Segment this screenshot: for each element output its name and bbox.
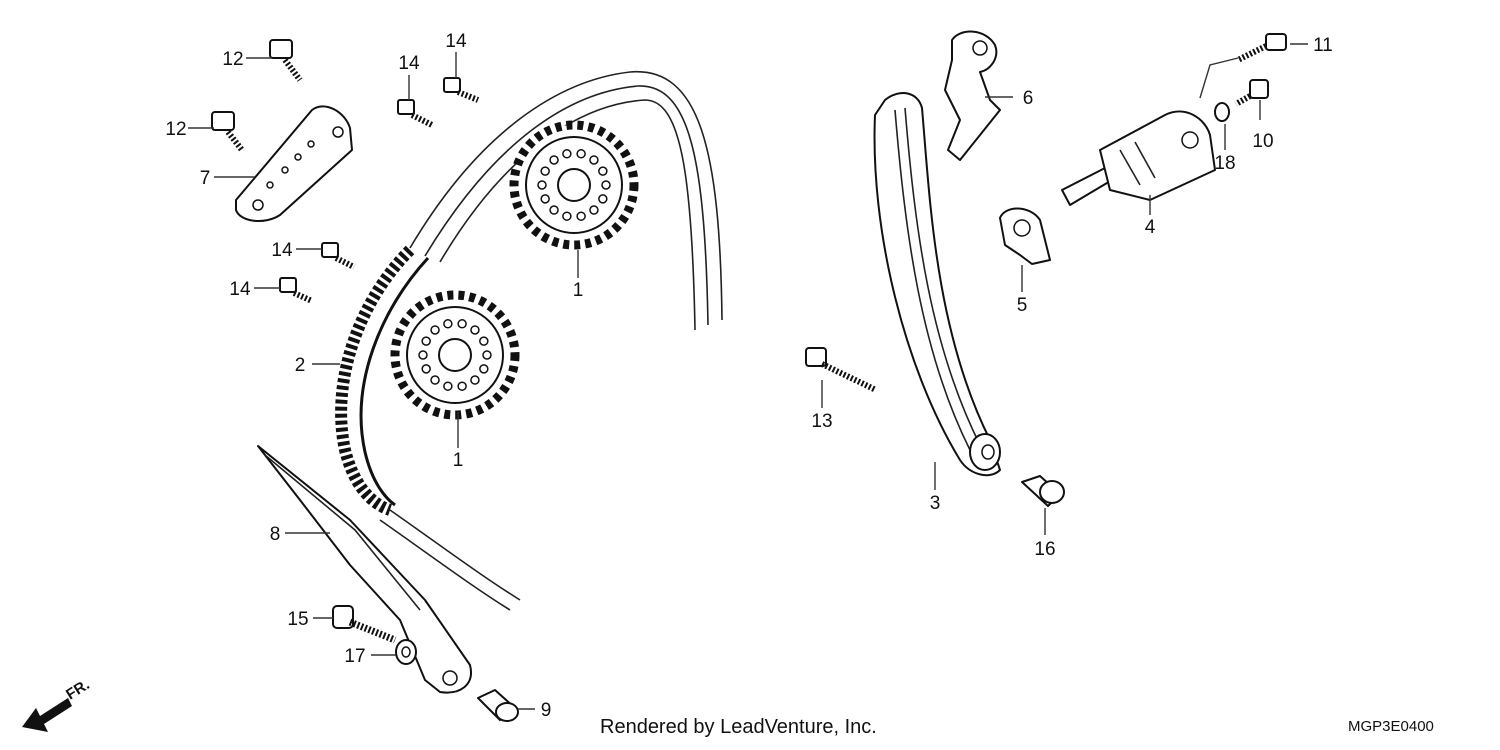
sprocket-hole	[598, 166, 608, 176]
sprocket-hole	[589, 155, 599, 165]
sprocket-hole	[479, 336, 489, 346]
callout-bolt-13: 13	[811, 411, 832, 432]
sprocket-hole	[562, 149, 572, 159]
callout-chain-guide: 8	[270, 524, 281, 545]
callout-tensioner-arm: 3	[930, 493, 941, 514]
sprocket-hole	[562, 211, 572, 221]
collar-9[interactable]	[477, 689, 519, 722]
sprocket-hole	[576, 149, 586, 159]
sprocket-hole	[421, 336, 431, 346]
sprocket-hole	[443, 381, 453, 391]
gasket[interactable]	[999, 207, 1051, 265]
callout-bolt-14-d: 14	[229, 279, 251, 300]
callout-tensioner-lifter: 4	[1145, 217, 1156, 238]
front-direction-marker: FR.	[22, 676, 93, 732]
bolt-14-a[interactable]	[397, 99, 434, 128]
callout-washer-17: 17	[344, 646, 365, 667]
callout-plate: 7	[200, 168, 211, 189]
callout-bolt-14-b: 14	[445, 31, 467, 52]
callout-bolt-14-c: 14	[271, 240, 293, 261]
bolt-11[interactable]	[1236, 33, 1287, 63]
callout-cam-chain: 2	[295, 355, 306, 376]
sprocket-hole	[549, 205, 559, 215]
cam-sprocket-upper[interactable]	[509, 120, 639, 250]
sprocket-hole	[430, 325, 440, 335]
tensioner-arm[interactable]	[873, 92, 1001, 477]
leader-lines	[188, 43, 1308, 710]
bolt-13[interactable]	[805, 347, 878, 393]
sprocket-hole	[457, 319, 467, 329]
sprocket-hole	[540, 194, 550, 204]
bolt-14-c[interactable]	[321, 242, 356, 270]
sprocket-hole	[549, 155, 559, 165]
washer-17[interactable]	[395, 639, 417, 665]
tensioner-lifter[interactable]	[1061, 110, 1216, 206]
callout-sprocket-lower: 1	[453, 450, 464, 471]
footer-credit: Rendered by LeadVenture, Inc.	[600, 716, 877, 738]
collar-16[interactable]	[1021, 475, 1065, 507]
callout-bolt-12-mid: 12	[165, 119, 186, 140]
sprocket-hole	[470, 375, 480, 385]
sprocket-hole	[537, 180, 547, 190]
sprocket-hole	[479, 364, 489, 374]
diagram-code: MGP3E0400	[1348, 718, 1434, 735]
sprocket-hole	[482, 350, 492, 360]
sprocket-hole	[443, 319, 453, 329]
callout-bolt-14-a: 14	[398, 53, 420, 74]
washer-18[interactable]	[1214, 102, 1230, 122]
bolt-14-d[interactable]	[279, 277, 314, 304]
sprocket-hole	[589, 205, 599, 215]
bolt-10[interactable]	[1234, 79, 1269, 107]
callout-washer-18: 18	[1214, 153, 1235, 174]
front-arrow-icon	[22, 698, 72, 732]
callout-sprocket-upper: 1	[573, 280, 584, 301]
sprocket-hole	[601, 180, 611, 190]
sprocket-hole	[598, 194, 608, 204]
callout-collar-16: 16	[1034, 539, 1055, 560]
sprocket-hole	[430, 375, 440, 385]
bolt-12-mid[interactable]	[211, 111, 245, 152]
cam-sprocket-lower[interactable]	[390, 290, 520, 420]
bolt-15[interactable]	[332, 605, 397, 644]
bolt-14-b[interactable]	[443, 77, 480, 103]
bolt-12-top[interactable]	[269, 39, 303, 82]
plate[interactable]	[235, 105, 353, 222]
callout-bolt-10: 10	[1252, 131, 1273, 152]
cam-chain[interactable]	[335, 71, 723, 611]
chain-guide[interactable]	[257, 445, 472, 694]
callout-gasket: 5	[1017, 295, 1028, 316]
callout-bolt-15: 15	[287, 609, 308, 630]
callout-collar-9: 9	[541, 700, 552, 721]
callout-guide-stopper: 6	[1023, 88, 1034, 109]
sprocket-hole	[421, 364, 431, 374]
callout-labels: 1 1 2 3 4 5 6 7 8 9 10 11 12 12 13 14 14…	[165, 31, 1332, 721]
sprocket-hole	[576, 211, 586, 221]
callout-bolt-12-top: 12	[222, 49, 243, 70]
guide-stopper[interactable]	[944, 30, 1001, 161]
sprocket-hole	[418, 350, 428, 360]
sprocket-hole	[457, 381, 467, 391]
sprocket-hole	[470, 325, 480, 335]
sprocket-hole	[540, 166, 550, 176]
callout-bolt-11: 11	[1313, 35, 1333, 56]
